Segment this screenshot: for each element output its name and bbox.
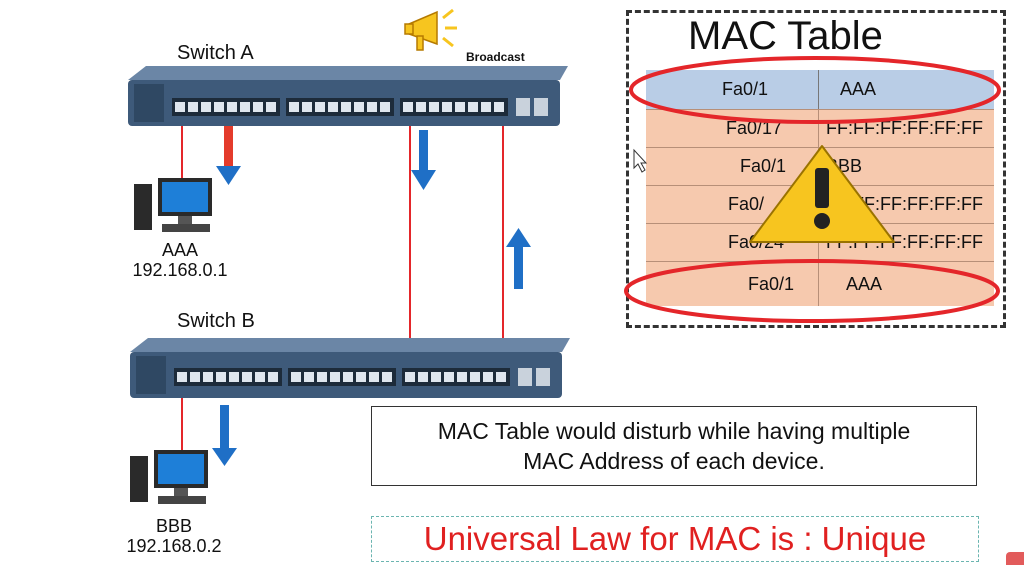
mac-row-port: Fa0/1 bbox=[748, 273, 795, 294]
broadcast-label: Broadcast bbox=[466, 50, 525, 64]
highlight-ellipse-bottom bbox=[624, 259, 1000, 323]
blue-down-arrow-a bbox=[411, 130, 436, 190]
note-box: MAC Table would disturb while having mul… bbox=[371, 406, 977, 486]
highlight-ellipse-top bbox=[629, 56, 1001, 124]
mouse-cursor-icon bbox=[633, 148, 648, 173]
mac-row-port: Fa0/1 bbox=[740, 156, 787, 176]
mac-row-mac: AAA bbox=[846, 273, 883, 294]
mac-table-title: MAC Table bbox=[688, 14, 883, 58]
mac-row-port: Fa0/ bbox=[728, 194, 765, 214]
host-a-name: AAA bbox=[161, 240, 199, 260]
mac-table-panel bbox=[626, 10, 1006, 328]
mac-table-annotations bbox=[624, 56, 1001, 323]
note-text: MAC Table would disturb while having mul… bbox=[437, 418, 911, 474]
host-b-name: BBB bbox=[155, 516, 193, 536]
host-b-ip: 192.168.0.2 bbox=[126, 536, 222, 556]
blue-down-arrow-b bbox=[212, 405, 237, 466]
mac-table-row: Fa0/1 AAA bbox=[646, 262, 994, 306]
switch-b[interactable] bbox=[130, 338, 570, 400]
computer-icon-a bbox=[134, 178, 212, 232]
corner-widget[interactable] bbox=[1006, 552, 1024, 565]
red-down-arrow bbox=[216, 120, 241, 185]
blue-up-arrow bbox=[506, 228, 531, 289]
host-a-ip: 192.168.0.1 bbox=[132, 260, 228, 280]
switch-a-title: Switch A bbox=[177, 42, 254, 64]
law-text: Universal Law for MAC is : Unique bbox=[423, 520, 927, 557]
law-box: Universal Law for MAC is : Unique bbox=[371, 516, 979, 562]
switch-a[interactable] bbox=[128, 66, 568, 128]
computer-icon-b bbox=[130, 450, 208, 504]
host-b: BBB 192.168.0.2 bbox=[114, 516, 234, 556]
mac-table-row: Fa0/1 AAA bbox=[646, 70, 994, 110]
warning-icon bbox=[749, 145, 895, 243]
megaphone-icon bbox=[404, 8, 457, 51]
switch-b-title: Switch B bbox=[177, 310, 255, 332]
mac-row-mac: FF:FF:FF:FF:FF:FF bbox=[826, 118, 983, 138]
host-a: AAA 192.168.0.1 bbox=[120, 240, 240, 280]
mac-row-port: Fa0/1 bbox=[721, 79, 768, 99]
mac-row-mac: AAA bbox=[840, 79, 877, 99]
